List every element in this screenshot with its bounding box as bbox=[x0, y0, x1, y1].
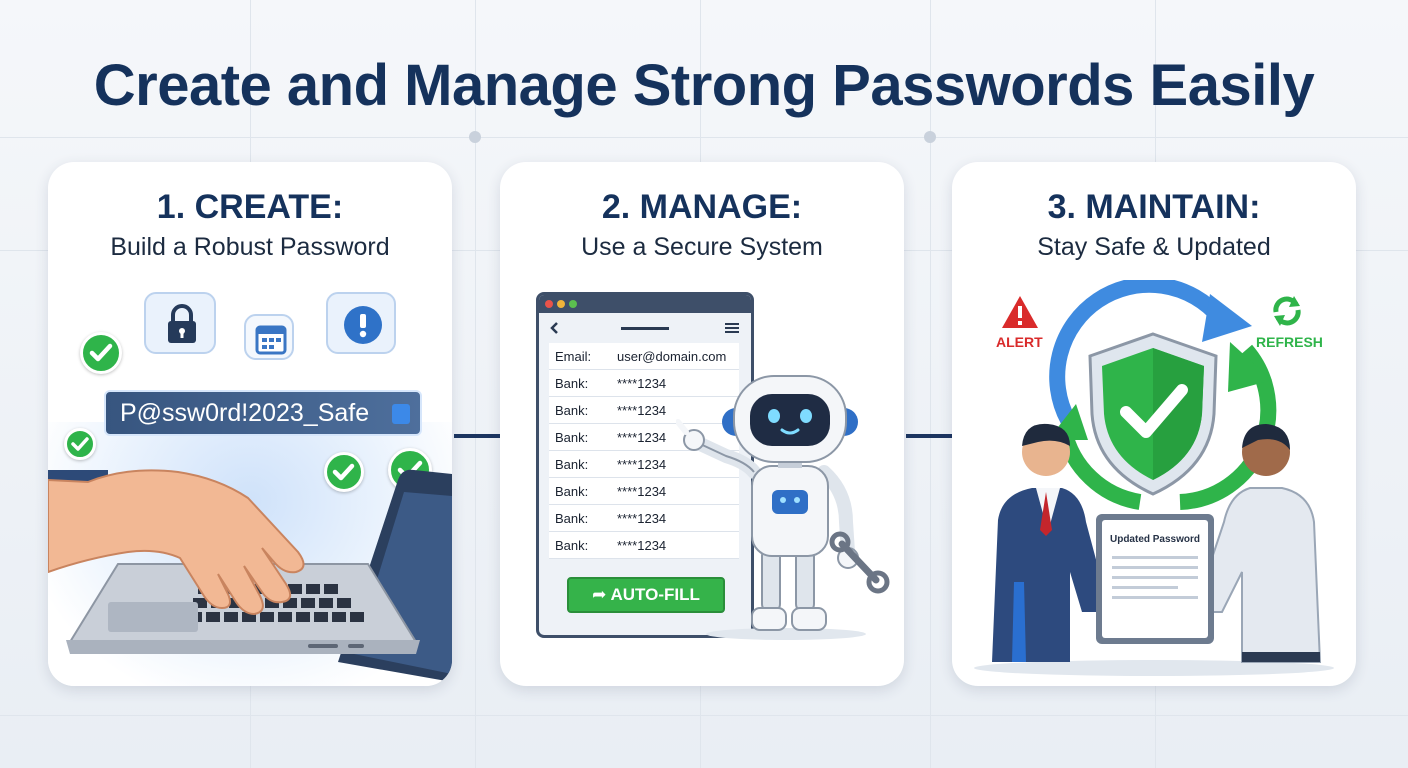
check-icon bbox=[64, 428, 96, 460]
alert-icon bbox=[1002, 296, 1038, 328]
cursor-icon bbox=[392, 404, 410, 424]
exclamation-icon bbox=[344, 306, 382, 344]
step-card-create: 1. CREATE: Build a Robust Password P@ssw… bbox=[48, 162, 452, 686]
updated-tablet: Updated Password bbox=[1096, 514, 1214, 644]
password-text: P@ssw0rd!2023_Safe bbox=[120, 399, 370, 427]
arrow-icon: ➦ bbox=[592, 585, 607, 604]
vault-row[interactable]: Bank:****1234 bbox=[549, 397, 739, 424]
page-title: Create and Manage Strong Passwords Easil… bbox=[93, 53, 1315, 118]
tablet-text: Updated Password bbox=[1109, 534, 1201, 545]
wrench-icon bbox=[829, 531, 890, 594]
step-heading: 1. CREATE: bbox=[156, 188, 344, 226]
calendar-bubble bbox=[244, 314, 294, 360]
step-heading: 2. MANAGE: bbox=[601, 188, 803, 226]
vault-row[interactable]: Bank:****1234 bbox=[549, 532, 739, 559]
check-icon bbox=[80, 332, 122, 374]
back-icon[interactable] bbox=[549, 321, 561, 335]
shield-check-icon bbox=[1088, 332, 1218, 496]
vault-row[interactable]: Bank:****1234 bbox=[549, 478, 739, 505]
step-subtitle: Stay Safe & Updated bbox=[1037, 233, 1271, 261]
refresh-icon[interactable] bbox=[1268, 292, 1306, 330]
maximize-dot-icon[interactable] bbox=[569, 300, 577, 308]
check-icon bbox=[324, 452, 364, 492]
minimize-dot-icon[interactable] bbox=[557, 300, 565, 308]
handshake-icon bbox=[974, 423, 1334, 676]
alert-bubble bbox=[326, 292, 396, 354]
window-titlebar bbox=[539, 295, 751, 313]
step-card-maintain: 3. MAINTAIN: Stay Safe & Updated ALERT R… bbox=[952, 162, 1356, 686]
password-field[interactable]: P@ssw0rd!2023_Safe bbox=[104, 390, 422, 436]
calendar-icon bbox=[255, 325, 287, 355]
alert-label: ALERT bbox=[996, 334, 1043, 350]
laptop-typing-illustration bbox=[48, 469, 452, 682]
refresh-label: REFRESH bbox=[1256, 334, 1323, 350]
lock-icon bbox=[168, 304, 196, 343]
autofill-button[interactable]: ➦ AUTO-FILL bbox=[567, 577, 725, 613]
vault-list: Email:user@domain.com Bank:****1234 Bank… bbox=[549, 343, 739, 559]
window-nav bbox=[539, 313, 751, 343]
step-heading: 3. MAINTAIN: bbox=[1047, 188, 1261, 226]
step-subtitle: Use a Secure System bbox=[581, 233, 823, 261]
vault-row[interactable]: Bank:****1234 bbox=[549, 451, 739, 478]
vault-row[interactable]: Bank:****1234 bbox=[549, 505, 739, 532]
password-manager-window: Email:user@domain.com Bank:****1234 Bank… bbox=[536, 292, 754, 638]
step-card-manage: 2. MANAGE: Use a Secure System Email:use… bbox=[500, 162, 904, 686]
close-dot-icon[interactable] bbox=[545, 300, 553, 308]
menu-icon[interactable] bbox=[725, 322, 739, 334]
step-subtitle: Build a Robust Password bbox=[110, 233, 390, 261]
vault-row[interactable]: Email:user@domain.com bbox=[549, 343, 739, 370]
vault-row[interactable]: Bank:****1234 bbox=[549, 370, 739, 397]
robot-icon bbox=[676, 375, 890, 640]
lock-bubble bbox=[144, 292, 216, 354]
